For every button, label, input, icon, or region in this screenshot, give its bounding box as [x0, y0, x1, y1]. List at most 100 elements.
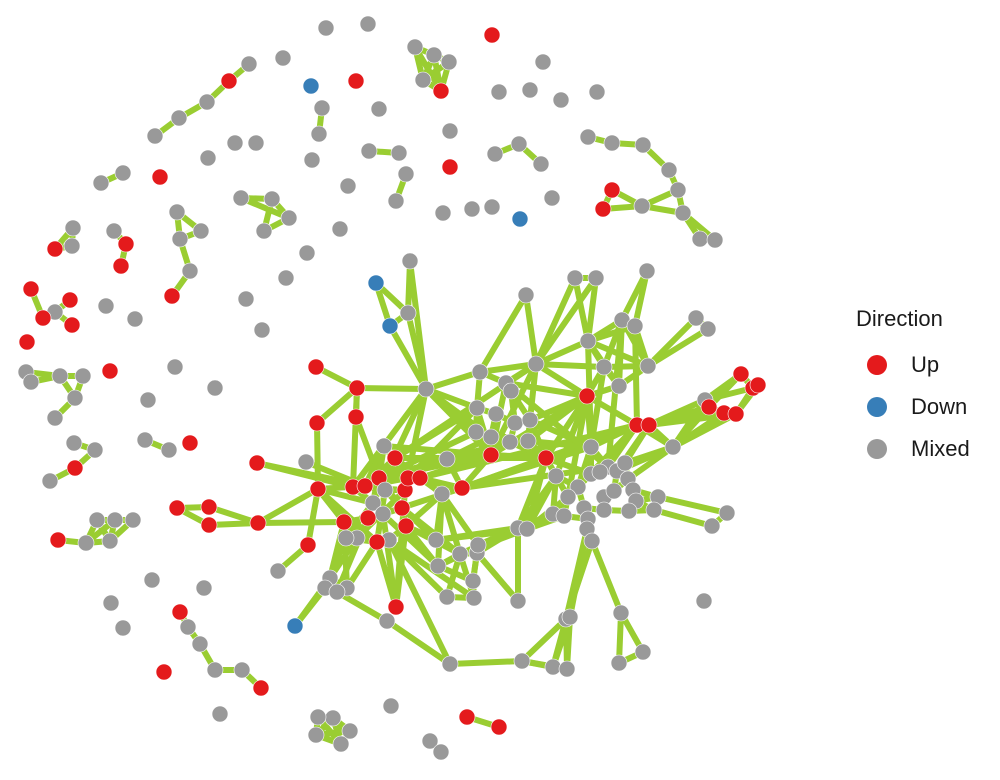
node-mixed — [337, 529, 355, 547]
node-mixed — [552, 91, 570, 109]
node-mixed — [718, 504, 736, 522]
node-mixed — [664, 438, 682, 456]
node-mixed — [206, 379, 224, 397]
edge — [386, 537, 453, 667]
node-up — [299, 536, 317, 554]
node-layer — [17, 15, 767, 761]
node-mixed — [406, 38, 424, 56]
node-mixed — [591, 463, 609, 481]
node-mixed — [317, 19, 335, 37]
node-mixed — [206, 661, 224, 679]
node-mixed — [634, 136, 652, 154]
edge — [655, 494, 730, 516]
node-up — [112, 257, 130, 275]
node-mixed — [633, 197, 651, 215]
edge — [589, 538, 624, 616]
edge — [527, 393, 590, 423]
node-mixed — [510, 135, 528, 153]
node-up — [252, 679, 270, 697]
edge — [651, 507, 715, 529]
node-mixed — [501, 433, 519, 451]
edge — [523, 292, 539, 367]
node-mixed — [438, 450, 456, 468]
edge — [563, 538, 595, 622]
node-mixed — [263, 190, 281, 208]
node-mixed — [192, 222, 210, 240]
edge — [515, 455, 549, 531]
edge — [527, 361, 539, 423]
node-mixed — [324, 709, 342, 727]
node-mixed — [41, 472, 59, 490]
edge — [238, 195, 292, 221]
node-up — [309, 480, 327, 498]
node-up — [749, 376, 767, 394]
node-mixed — [297, 453, 315, 471]
node-mixed — [441, 122, 459, 140]
node-up — [453, 479, 471, 497]
up-dot-icon — [867, 355, 887, 375]
node-mixed — [390, 144, 408, 162]
node-up — [117, 235, 135, 253]
node-up — [34, 309, 52, 327]
node-mixed — [331, 220, 349, 238]
node-mixed — [170, 109, 188, 127]
node-mixed — [414, 71, 432, 89]
node-up — [163, 287, 181, 305]
node-down — [381, 317, 399, 335]
node-mixed — [166, 358, 184, 376]
node-mixed — [639, 357, 657, 375]
node-mixed — [171, 230, 189, 248]
node-mixed — [706, 231, 724, 249]
node-mixed — [543, 189, 561, 207]
node-mixed — [387, 192, 405, 210]
node-mixed — [534, 53, 552, 71]
node-mixed — [160, 441, 178, 459]
legend: Direction Up Down Mixed — [856, 306, 970, 470]
node-mixed — [579, 332, 597, 350]
node-mixed — [425, 46, 443, 64]
node-up — [578, 387, 596, 405]
node-up — [66, 459, 84, 477]
edge — [384, 618, 453, 667]
edge — [305, 486, 321, 548]
node-mixed — [612, 604, 630, 622]
edge — [572, 275, 591, 344]
node-mixed — [521, 81, 539, 99]
node-mixed — [595, 358, 613, 376]
node-up — [482, 446, 500, 464]
node-up — [347, 72, 365, 90]
node-mixed — [468, 399, 486, 417]
edge — [387, 323, 429, 392]
edge — [459, 444, 594, 491]
edge — [588, 422, 640, 450]
node-up — [386, 449, 404, 467]
node-mixed — [168, 203, 186, 221]
node-mixed — [233, 661, 251, 679]
node-mixed — [483, 198, 501, 216]
node-up — [181, 434, 199, 452]
node-down — [286, 617, 304, 635]
edge — [350, 385, 360, 490]
node-mixed — [313, 99, 331, 117]
node-mixed — [198, 93, 216, 111]
node-mixed — [626, 317, 644, 335]
node-mixed — [92, 174, 110, 192]
node-mixed — [339, 177, 357, 195]
node-up — [458, 708, 476, 726]
node-mixed — [240, 55, 258, 73]
node-mixed — [309, 708, 327, 726]
node-up — [46, 240, 64, 258]
node-up — [490, 718, 508, 736]
node-up — [220, 72, 238, 90]
node-mixed — [620, 502, 638, 520]
edge — [519, 616, 569, 664]
node-mixed — [364, 494, 382, 512]
node-up — [483, 26, 501, 44]
legend-item-mixed: Mixed — [856, 428, 970, 470]
node-mixed — [471, 363, 489, 381]
node-mixed — [465, 589, 483, 607]
edge — [632, 323, 640, 428]
node-mixed — [102, 594, 120, 612]
node-up — [359, 509, 377, 527]
